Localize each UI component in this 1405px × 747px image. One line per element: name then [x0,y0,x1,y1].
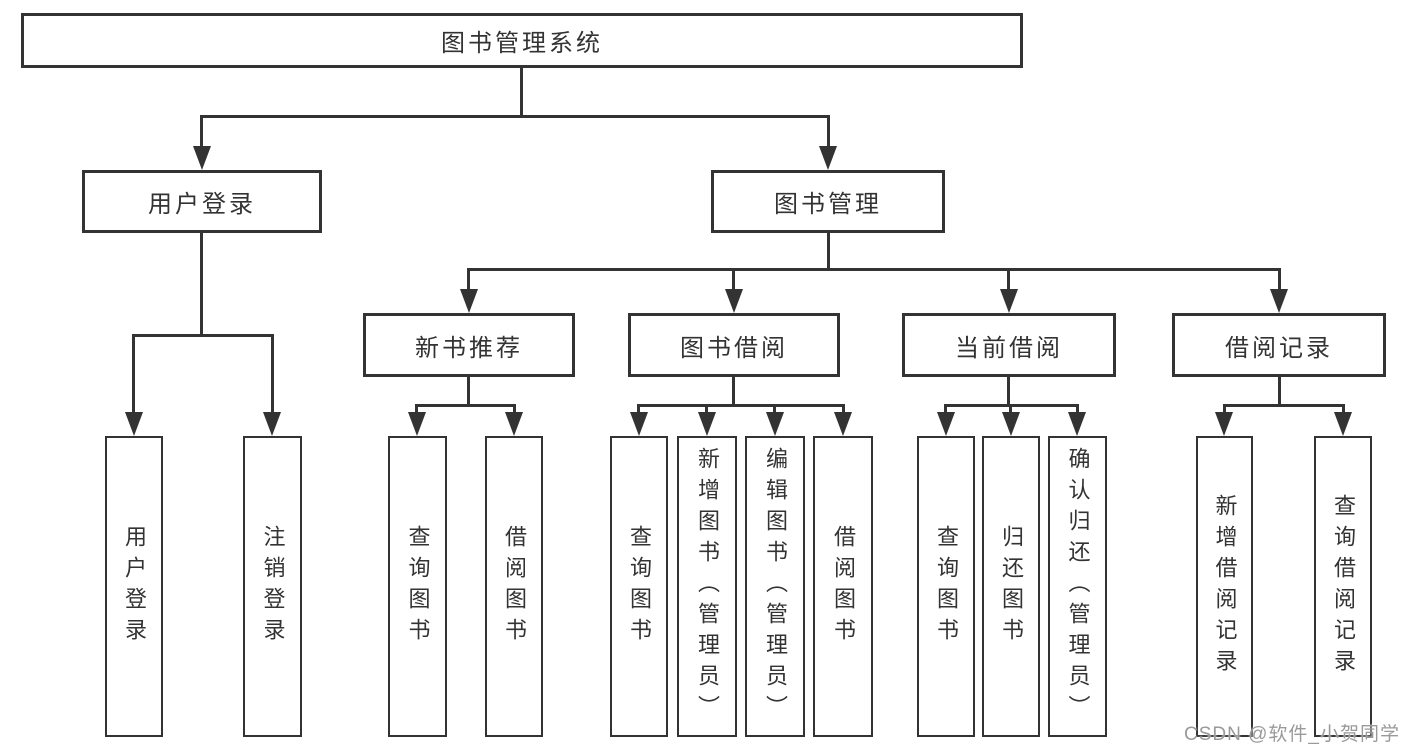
connector-to-leaf-login [132,334,135,416]
arrowhead-leaf [408,412,426,436]
leaf-label: 查询图书 [934,524,959,649]
leaf-add-borrow-record: 新增借阅记录 [1196,436,1253,737]
arrowhead-leaf [698,412,716,436]
node-book-management: 图书管理 [711,170,945,233]
connector-user-login-split [132,334,274,337]
node-label: 新书推荐 [415,334,523,362]
leaf-label: 查询借阅记录 [1331,493,1356,680]
connector-leaf-stem [415,404,418,416]
connector-to-user-login [200,115,203,150]
connector-borrow-records-stem [1278,377,1281,407]
node-label: 图书管理系统 [441,30,603,57]
arrowhead-current-borrow [1000,289,1018,313]
leaf-return-books: 归还图书 [982,436,1040,737]
leaf-query-books-borrow: 查询图书 [610,436,668,737]
leaf-label: 确认归还（管理员） [1065,447,1091,726]
leaf-label: 借阅图书 [831,524,856,649]
leaf-label: 归还图书 [999,524,1024,649]
leaf-label: 查询图书 [627,524,652,649]
node-borrow-records: 借阅记录 [1172,313,1386,377]
node-label: 图书管理 [774,191,882,218]
connector-root-stem [520,68,523,118]
arrowhead-leaf [937,412,955,436]
leaf-label: 查询图书 [405,524,431,649]
leaf-label: 用户登录 [122,524,147,649]
connector-to-book-management [827,115,830,150]
connector-leaf-stem [1223,404,1226,416]
arrowhead-leaf [766,412,784,436]
node-label: 当前借阅 [955,334,1063,362]
node-label: 用户登录 [148,191,256,218]
connector-to-new-book-recommend [467,268,470,293]
node-user-login: 用户登录 [82,170,322,233]
leaf-edit-book-admin: 编辑图书（管理员） [745,436,805,737]
connector-new-book-recommend-split [415,404,516,407]
arrowhead-leaf-login [125,412,143,436]
arrowhead-new-book-recommend [460,289,478,313]
connector-new-book-recommend-stem [467,377,470,407]
node-library-management-system: 图书管理系统 [21,13,1023,68]
connector-leaf-stem [773,404,776,416]
connector-root-split [200,115,829,118]
connector-leaf-stem [842,404,845,416]
connector-book-management-stem [827,233,830,271]
connector-leaf-stem [637,404,640,416]
leaf-label: 编辑图书（管理员） [763,447,788,726]
connector-leaf-stem [1342,404,1345,416]
connector-leaf-stem [1009,404,1012,416]
node-new-book-recommend: 新书推荐 [363,313,575,377]
leaf-label: 新增借阅记录 [1212,493,1238,680]
connector-leaf-stem [944,404,947,416]
leaf-label: 新增图书（管理员） [695,447,720,726]
connector-leaf-stem [1076,404,1079,416]
leaf-label: 注销登录 [260,524,286,649]
node-label: 借阅记录 [1225,334,1333,362]
connector-borrow-records-split [1223,404,1344,407]
connector-book-borrow-stem [732,377,735,407]
leaf-logout: 注销登录 [243,436,302,737]
leaf-label: 借阅图书 [502,524,527,649]
connector-book-management-split [467,268,1281,271]
node-current-borrow: 当前借阅 [902,313,1116,377]
leaf-user-login: 用户登录 [105,436,163,737]
leaf-confirm-return-admin: 确认归还（管理员） [1048,436,1107,737]
leaf-borrow-books-recommend: 借阅图书 [485,436,543,737]
connector-current-borrow-stem [1007,377,1010,407]
arrowhead-leaf [1002,412,1020,436]
connector-to-borrow-records [1278,268,1281,293]
arrowhead-leaf [1068,412,1086,436]
leaf-query-borrow-record: 查询借阅记录 [1314,436,1372,737]
node-book-borrow: 图书借阅 [628,313,840,377]
arrowhead-leaf-logout [263,412,281,436]
arrowhead-leaf [834,412,852,436]
leaf-query-books-current: 查询图书 [917,436,975,737]
connector-to-current-borrow [1007,268,1010,293]
arrowhead-leaf [1215,412,1233,436]
arrowhead-borrow-records [1270,289,1288,313]
leaf-borrow-books: 借阅图书 [813,436,873,737]
arrowhead-leaf [630,412,648,436]
connector-book-borrow-split [637,404,845,407]
arrowhead-leaf [1334,412,1352,436]
arrowhead-book-management [819,146,837,170]
leaf-query-books-recommend: 查询图书 [388,436,447,737]
node-label: 图书借阅 [680,334,788,362]
connector-leaf-stem [705,404,708,416]
connector-user-login-stem [200,233,203,337]
connector-leaf-stem [513,404,516,416]
connector-to-book-borrow [732,268,735,293]
leaf-add-book-admin: 新增图书（管理员） [677,436,737,737]
csdn-watermark: CSDN @软件_小贺同学 [1184,724,1400,745]
arrowhead-user-login [193,146,211,170]
arrowhead-book-borrow [725,289,743,313]
connector-to-leaf-logout [271,334,274,416]
arrowhead-leaf [505,412,523,436]
